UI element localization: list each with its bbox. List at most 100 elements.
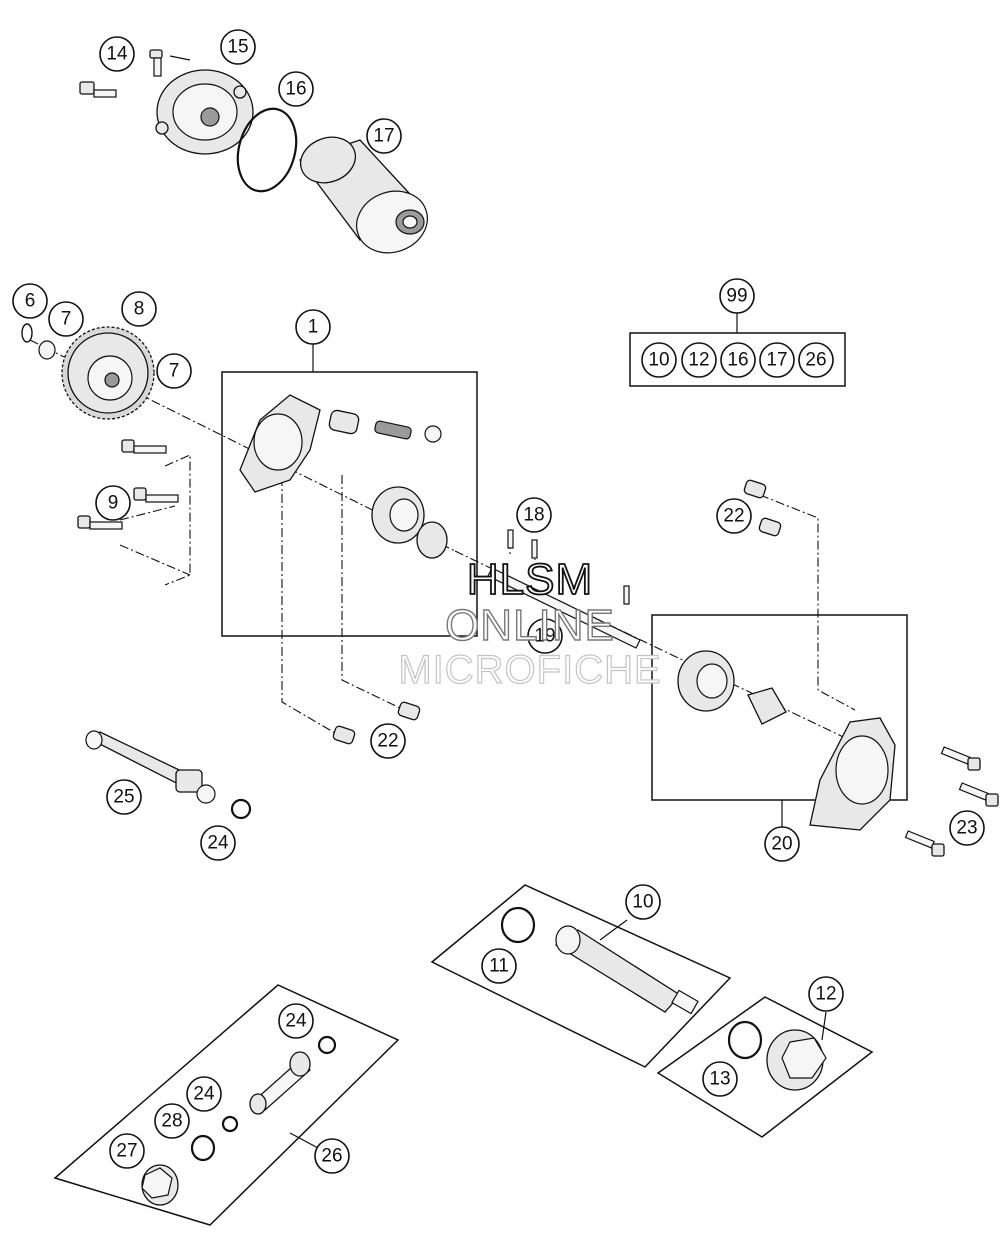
callout-15[interactable]: 15 [220, 29, 256, 65]
bolt-23-b [958, 782, 999, 807]
callout-28[interactable]: 28 [154, 1103, 190, 1139]
callout-1[interactable]: 1 [295, 309, 331, 345]
o-ring-16 [236, 107, 298, 193]
valve-assembly-10-box [430, 884, 732, 1068]
dowel-22-a [332, 725, 356, 745]
dowel-22-d [758, 517, 782, 537]
callout-label: 16 [285, 79, 306, 100]
relief-valve-spring [374, 420, 412, 440]
kit-callout-26[interactable]: 26 [798, 342, 834, 378]
relief-valve-piston [328, 409, 360, 435]
dowel-axis-right [341, 475, 401, 709]
bolt-23-a [940, 746, 981, 771]
inner-rotor-part [416, 521, 448, 559]
kit-callout-10[interactable]: 10 [641, 342, 677, 378]
kit-callout-17[interactable]: 17 [759, 342, 795, 378]
cover-inner-rotor [747, 687, 787, 725]
check-valve-piston [249, 1051, 311, 1115]
callout-18[interactable]: 18 [516, 497, 552, 533]
callout-20[interactable]: 20 [764, 826, 800, 862]
callout-99[interactable]: 99 [719, 278, 755, 314]
callout-label: 20 [771, 834, 792, 855]
callout-12[interactable]: 12 [808, 976, 844, 1012]
screw-plug-27 [141, 1164, 179, 1206]
callout-10[interactable]: 10 [625, 884, 661, 920]
o-ring-24-a [230, 798, 252, 820]
dowel-axis-left [281, 460, 336, 734]
oil-pump-cover-assembly-box [651, 614, 908, 801]
cover-outer-rotor [677, 650, 735, 712]
o-ring-13 [727, 1020, 763, 1060]
callout-label: 27 [116, 1141, 137, 1162]
oil-pump-assembly-box [221, 371, 478, 637]
callout-13[interactable]: 13 [702, 1061, 738, 1097]
bolt-axis-2 [119, 544, 191, 576]
callout-label: 12 [688, 350, 709, 371]
callout-8[interactable]: 8 [121, 291, 157, 327]
callout-7-a[interactable]: 7 [48, 301, 84, 337]
o-ring-11 [500, 906, 536, 944]
kit-callout-16[interactable]: 16 [720, 342, 756, 378]
callout-23[interactable]: 23 [949, 810, 985, 846]
bolt-9-a [121, 439, 167, 454]
callout-label: 6 [25, 291, 36, 312]
pin-18-a [507, 529, 514, 549]
callout-11[interactable]: 11 [481, 948, 517, 984]
callout-label: 10 [648, 350, 669, 371]
bolt-axis-1 [119, 505, 176, 521]
callout-label: 8 [134, 299, 145, 320]
callout-label: 16 [727, 350, 748, 371]
callout-6[interactable]: 6 [12, 283, 48, 319]
valve-kit-26-box [53, 984, 400, 1226]
bolt-14-a [149, 49, 163, 77]
circlip-6 [21, 323, 33, 343]
callout-label: 18 [523, 505, 544, 526]
callout-label: 15 [227, 37, 248, 58]
callout-17[interactable]: 17 [366, 118, 402, 154]
callout-label: 7 [61, 309, 72, 330]
callout-22-b[interactable]: 22 [370, 723, 406, 759]
leader-12 [821, 1011, 827, 1041]
callout-label: 7 [169, 361, 180, 382]
callout-7-b[interactable]: 7 [156, 353, 192, 389]
callout-22-a[interactable]: 22 [716, 498, 752, 534]
callout-label: 24 [193, 1084, 215, 1105]
filter-cover-part [155, 69, 254, 155]
o-ring-24-b [317, 1035, 337, 1055]
callout-label: 12 [815, 984, 836, 1005]
callout-27[interactable]: 27 [109, 1133, 145, 1169]
callout-label: 19 [534, 626, 555, 647]
oil-valve-cartridge [554, 925, 699, 1015]
callout-24-a[interactable]: 24 [200, 825, 236, 861]
washer-7-a [38, 340, 56, 360]
kit-callout-12[interactable]: 12 [681, 342, 717, 378]
callout-19[interactable]: 19 [527, 618, 563, 654]
callout-label: 22 [377, 731, 398, 752]
o-ring-28 [190, 1134, 216, 1162]
leader-26 [289, 1132, 319, 1149]
callout-9[interactable]: 9 [95, 485, 131, 521]
callout-24-b[interactable]: 24 [278, 1003, 314, 1039]
callout-14[interactable]: 14 [99, 36, 135, 72]
callout-label: 9 [108, 493, 119, 514]
dowel-22-b [397, 701, 421, 721]
callout-label: 23 [956, 818, 977, 839]
callout-label: 28 [161, 1111, 182, 1132]
callout-label: 24 [207, 833, 229, 854]
leader-10 [599, 919, 628, 941]
callout-label: 99 [726, 286, 747, 307]
callout-25[interactable]: 25 [106, 779, 142, 815]
oil-tube-25 [85, 730, 216, 804]
pin-18-b [531, 539, 538, 559]
callout-24-c[interactable]: 24 [186, 1076, 222, 1112]
callout-26[interactable]: 26 [314, 1138, 350, 1174]
bolt-axis-lines [164, 454, 191, 586]
callout-16[interactable]: 16 [278, 71, 314, 107]
callout-label: 14 [106, 44, 128, 65]
callout-label: 25 [113, 787, 134, 808]
callout-label: 17 [373, 126, 394, 147]
oil-filter-part [298, 136, 428, 254]
pin-18-c [623, 585, 630, 605]
